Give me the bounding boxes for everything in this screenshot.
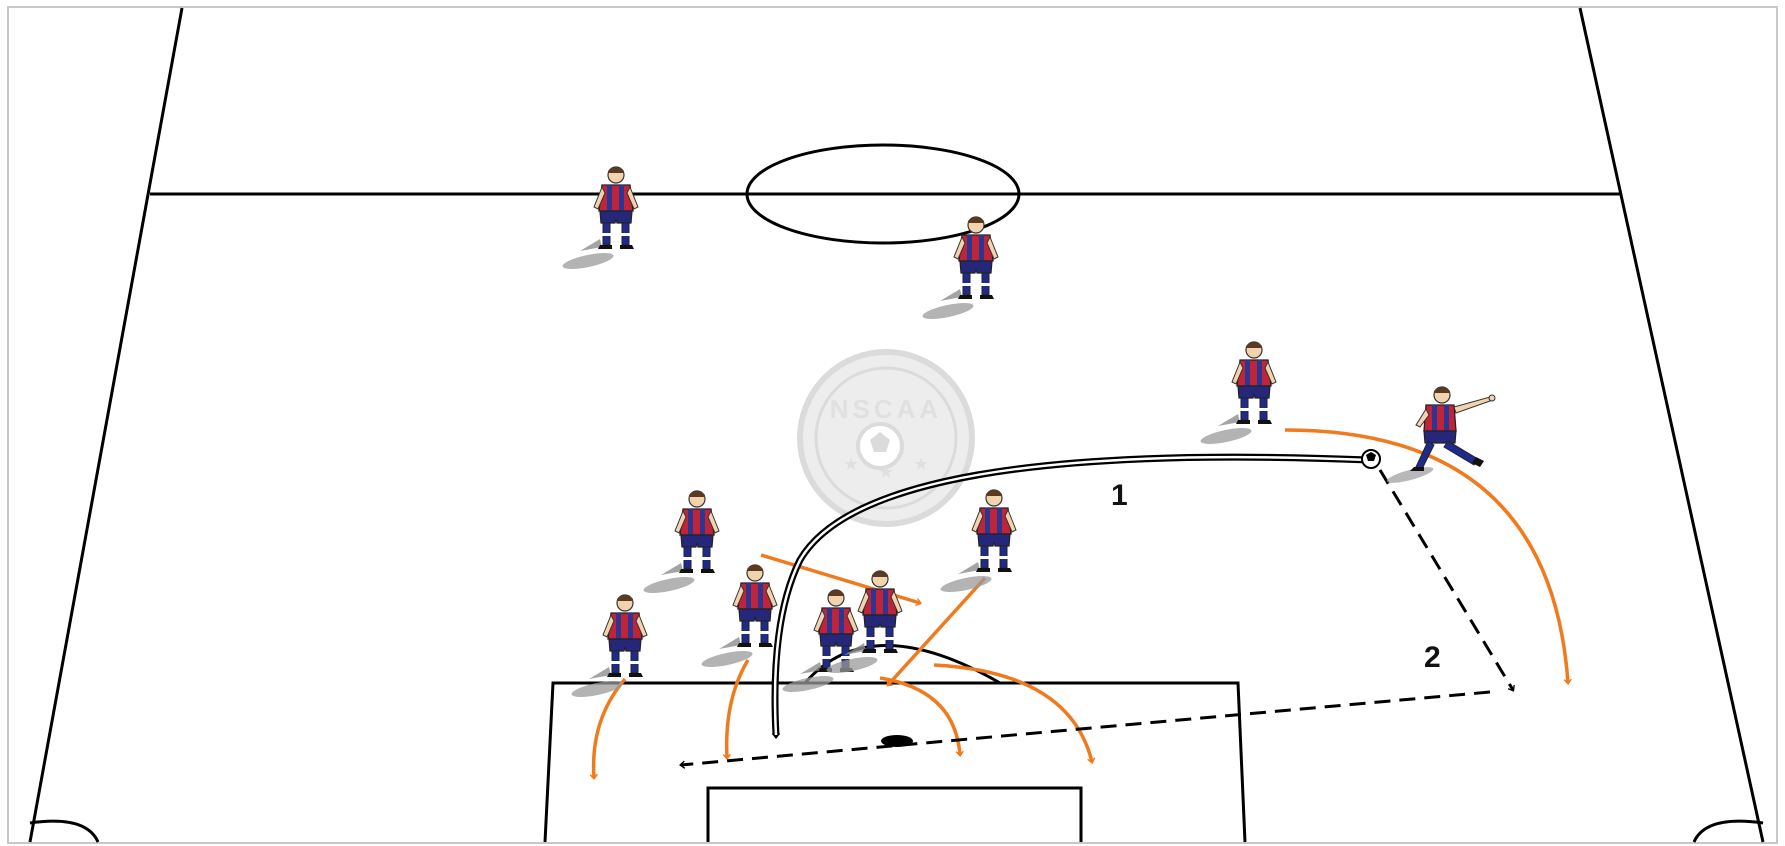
ball [1362,450,1380,468]
pass-2-label: 2 [1424,641,1441,674]
svg-text:★: ★ [843,454,859,475]
watermark-text: NSCAA [830,394,942,424]
svg-text:★: ★ [878,462,894,483]
svg-text:★: ★ [913,454,929,475]
pass-1-label: 1 [1111,479,1128,512]
